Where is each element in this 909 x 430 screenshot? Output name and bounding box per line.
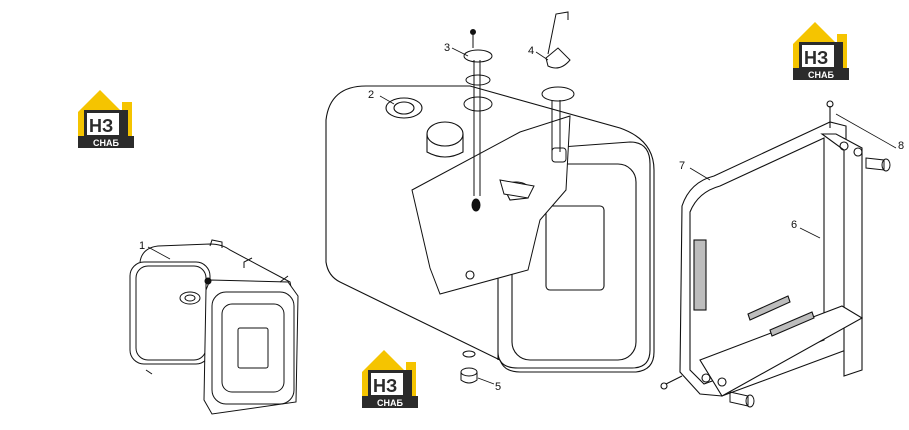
fuel-sender-4 xyxy=(499,11,575,199)
leader-3 xyxy=(451,47,469,57)
logo-bottom: НЗ СНАБ xyxy=(362,350,418,408)
leader-8 xyxy=(835,113,897,149)
drain-plug xyxy=(460,350,478,384)
logo-sub: СНАБ xyxy=(808,70,834,80)
mounting-frame xyxy=(660,100,864,397)
callout-8: 8 xyxy=(898,140,904,152)
logo-sub: СНАБ xyxy=(377,398,403,408)
callout-6: 6 xyxy=(791,219,797,231)
leader-2 xyxy=(379,95,395,105)
leader-5 xyxy=(477,377,495,385)
fuel-sender-3 xyxy=(463,29,493,212)
mounting-bolt-8 xyxy=(729,157,891,408)
logo-mark: НЗ xyxy=(89,116,113,136)
logo-sub: СНАБ xyxy=(93,138,119,148)
main-tank xyxy=(325,85,655,373)
logo-top-right: НЗ СНАБ xyxy=(793,22,849,80)
callout-7: 7 xyxy=(679,160,685,172)
leader-1 xyxy=(147,246,171,260)
assembled-tank xyxy=(129,239,299,415)
callout-2: 2 xyxy=(368,89,374,101)
leader-7 xyxy=(689,167,711,181)
callout-1: 1 xyxy=(139,240,145,252)
leader-4 xyxy=(535,51,549,61)
callout-4: 4 xyxy=(528,45,534,57)
callout-3: 3 xyxy=(444,42,450,54)
callout-5: 5 xyxy=(495,381,501,393)
logo-mark: НЗ xyxy=(373,376,397,396)
logo-left: НЗ СНАБ xyxy=(78,90,134,148)
leader-6 xyxy=(799,227,821,239)
logo-mark: НЗ xyxy=(804,48,828,68)
